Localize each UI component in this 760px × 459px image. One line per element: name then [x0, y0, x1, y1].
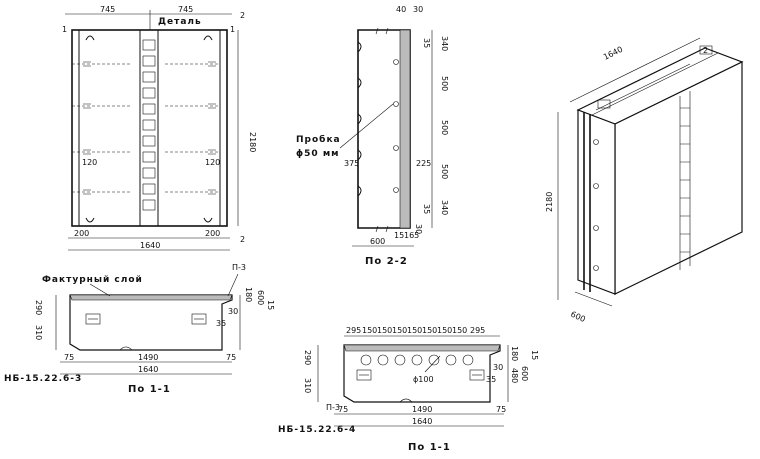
s11a-bottom-75a: 75 — [64, 353, 74, 362]
s11b-bottom-1490: 1490 — [412, 405, 432, 414]
front-view: 120 120 745 745 Деталь 1 1 2 2 2180 200 … — [62, 5, 257, 251]
s22-inner-225: 225 — [416, 159, 431, 168]
s22-top-30: 30 — [413, 5, 423, 14]
p3-a: П-3 — [232, 263, 246, 272]
section-mark-1a: 1 — [62, 25, 67, 34]
s22-inner-375: 375 — [344, 159, 359, 168]
section-1-1-b: ϕ100 295 150 150 150 150 150 150 150 295… — [278, 326, 539, 453]
front-dim-half-left: 745 — [100, 5, 115, 14]
s22-top-40: 40 — [396, 5, 406, 14]
s11a-right-600: 600 — [256, 290, 265, 305]
p3-b: П-3 — [326, 403, 340, 412]
s11b-top-1: 150 — [362, 326, 377, 335]
s11a-left-290: 290 — [34, 300, 43, 315]
s11b-top-0: 295 — [346, 326, 361, 335]
section-2-2-caption: По 2-2 — [365, 256, 408, 267]
texture-label-a: Фактурный слой — [42, 275, 143, 285]
section-1-1-a-caption: По 1-1 — [128, 384, 171, 395]
s11a-right-35: 35 — [216, 319, 226, 328]
s11b-right-480: 480 — [510, 368, 519, 383]
s11a-bottom-1640: 1640 — [138, 365, 158, 374]
s11b-left-310: 310 — [303, 378, 312, 393]
section-1-1-a: Фактурный слой П-3 290 310 30 35 180 600… — [4, 263, 275, 395]
s22-bottom-15: 15 — [394, 231, 404, 240]
s11b-top-3: 150 — [392, 326, 407, 335]
front-dim-height: 2180 — [248, 132, 257, 152]
s11a-right-30: 30 — [228, 307, 238, 316]
s11b-right-180: 180 — [510, 346, 519, 361]
s11b-right-30: 30 — [493, 363, 503, 372]
front-pitch-right: 120 — [205, 158, 220, 167]
s11b-top-2: 150 — [377, 326, 392, 335]
s22-right-340b: 340 — [440, 200, 449, 215]
s11a-bottom-75b: 75 — [226, 353, 236, 362]
s22-right-small-30: 30 — [414, 224, 423, 234]
s11b-right-35: 35 — [486, 375, 496, 384]
hollow-holes — [360, 354, 474, 366]
s11a-bottom-1490: 1490 — [138, 353, 158, 362]
hole-label: ϕ100 — [413, 375, 434, 384]
s22-right-500b: 500 — [440, 120, 449, 135]
section-mark-2b: 2 — [240, 235, 245, 244]
s22-bottom-600: 600 — [370, 237, 385, 246]
s11b-top-4: 150 — [407, 326, 422, 335]
product-code-a: НБ-15.22.6-3 — [4, 374, 82, 384]
s11b-top-7: 150 — [452, 326, 467, 335]
s11b-right-600: 600 — [520, 366, 529, 381]
s11b-top-8: 295 — [470, 326, 485, 335]
s11b-bottom-75b: 75 — [496, 405, 506, 414]
product-code-b: НБ-15.22.6-4 — [278, 425, 356, 435]
s11b-bottom-1640: 1640 — [412, 417, 432, 426]
iso-height: 2180 — [545, 192, 554, 212]
front-pitch-left: 120 — [82, 158, 97, 167]
section-mark-1b: 1 — [230, 25, 235, 34]
front-dim-half-right: 745 — [178, 5, 193, 14]
anchor-marks — [72, 61, 220, 195]
s11b-left-290: 290 — [303, 350, 312, 365]
s11b-top-6: 150 — [437, 326, 452, 335]
isometric-view: 2 1640 2180 600 — [545, 37, 744, 324]
s11b-top-5: 150 — [422, 326, 437, 335]
s22-right-500c: 500 — [440, 164, 449, 179]
s11a-left-310: 310 — [34, 325, 43, 340]
s22-right-small-35a: 35 — [422, 38, 431, 48]
iso-rib-teeth — [680, 107, 690, 253]
s22-bottom-165: 165 — [404, 231, 419, 240]
iso-mark: 2 — [703, 46, 708, 55]
s11b-right-15: 15 — [530, 350, 539, 360]
s22-right-340a: 340 — [440, 36, 449, 51]
iso-depth: 600 — [569, 310, 587, 324]
front-dim-edge-left: 200 — [74, 229, 89, 238]
section-1-1-b-caption: По 1-1 — [408, 442, 451, 453]
detail-label: Деталь — [158, 17, 202, 27]
s22-right-500a: 500 — [440, 76, 449, 91]
s11b-bottom-75a: 75 — [338, 405, 348, 414]
front-dim-width: 1640 — [140, 241, 160, 250]
front-dim-edge-right: 200 — [205, 229, 220, 238]
rib-teeth — [142, 39, 156, 211]
plug-diameter: ϕ50 мм — [296, 149, 340, 159]
s11a-right-180: 180 — [244, 287, 253, 302]
section-mark-2a: 2 — [240, 11, 245, 20]
iso-width: 1640 — [602, 45, 624, 62]
section-2-2: Пробка ϕ50 мм 375 225 40 30 340 500 500 … — [296, 5, 449, 267]
s22-right-small-35b: 35 — [422, 204, 431, 214]
s11a-right-15: 15 — [266, 300, 275, 310]
plug-label: Пробка — [296, 134, 341, 145]
